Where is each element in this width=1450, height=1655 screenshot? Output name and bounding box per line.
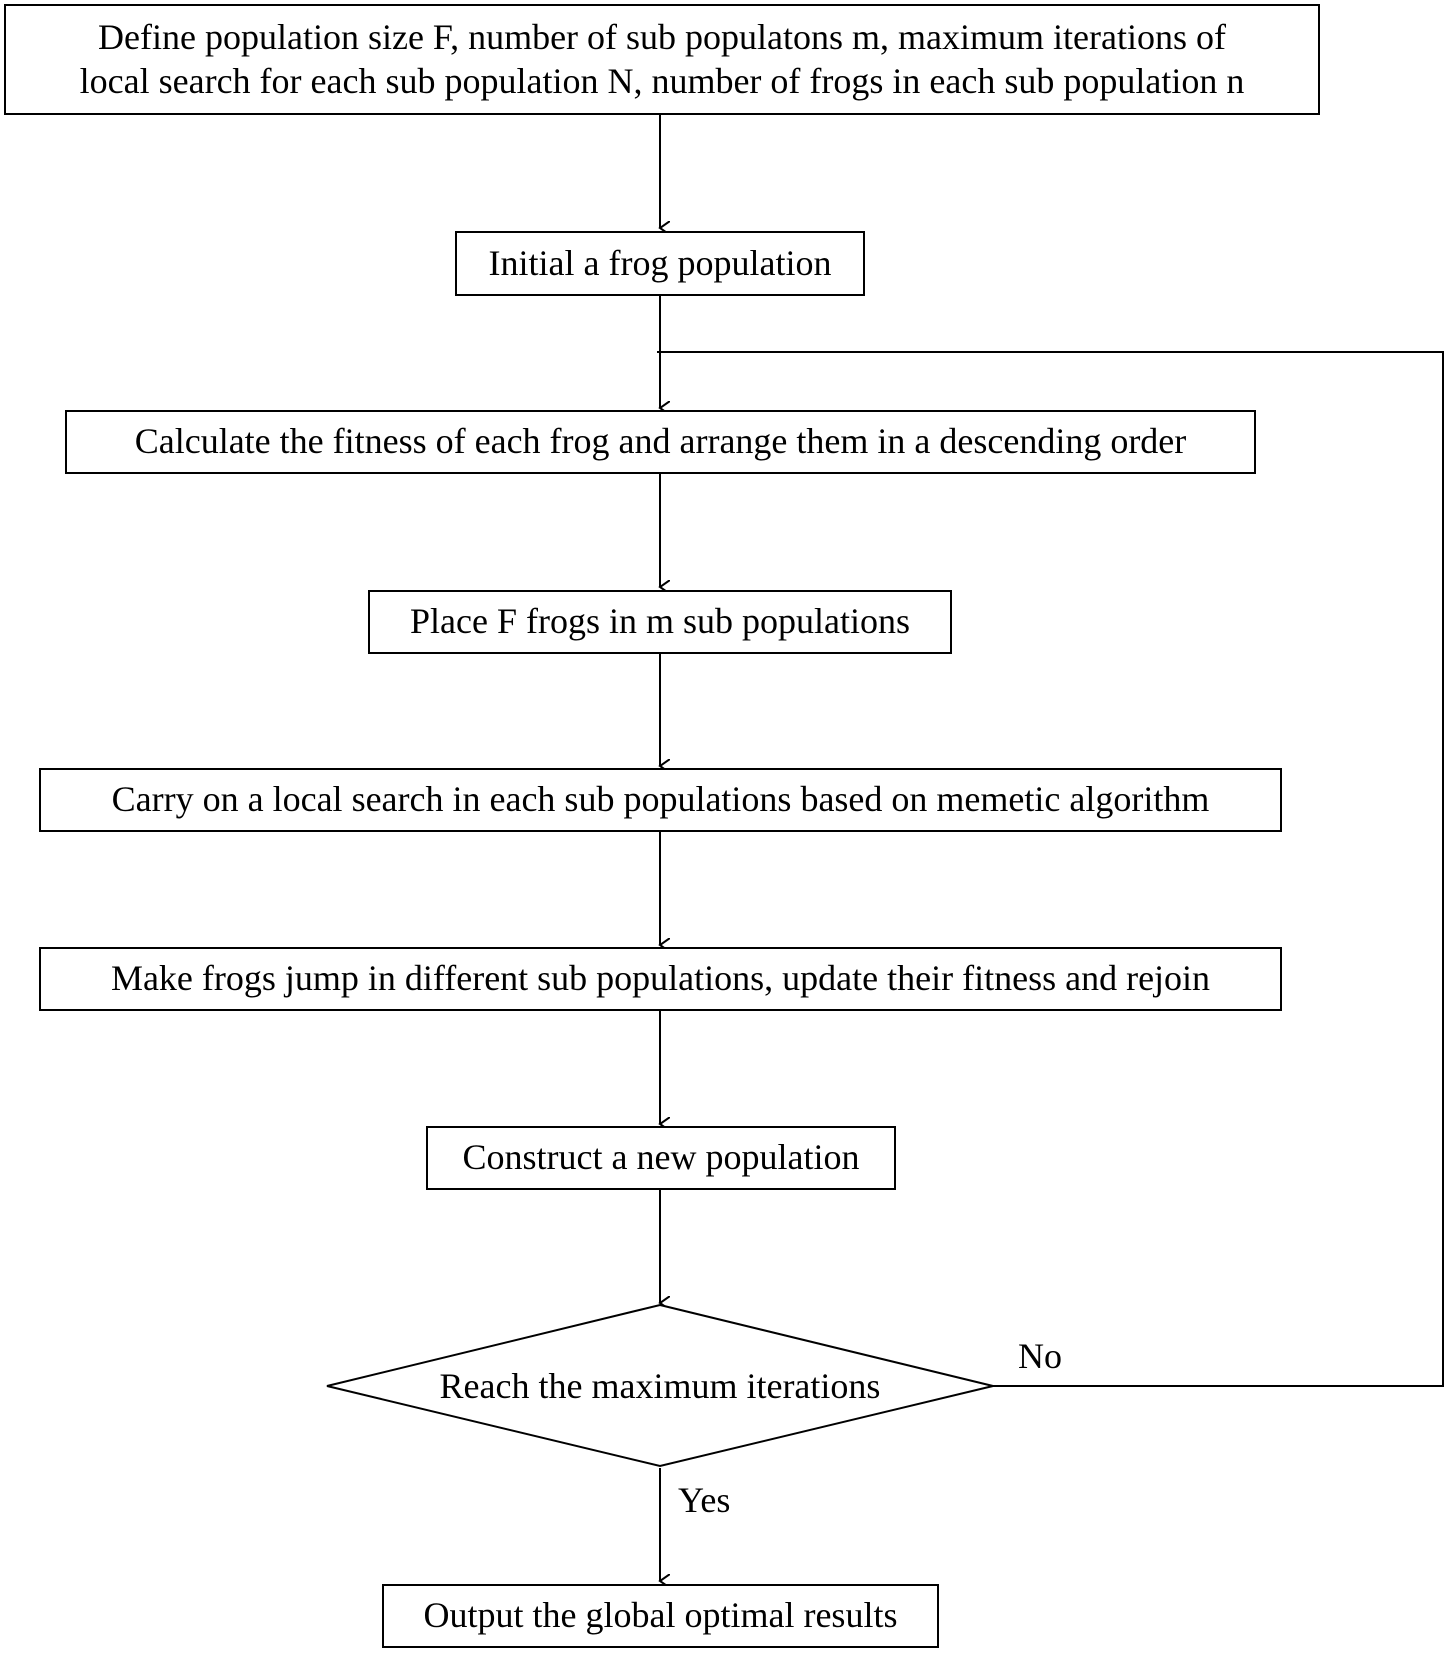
place-frogs-label: Place F frogs in m sub populations: [410, 601, 910, 642]
output-results-label: Output the global optimal results: [423, 1595, 898, 1636]
define-parameters-line-2: local search for each sub population N, …: [79, 60, 1245, 101]
calculate-fitness-box: Calculate the fitness of each frog and a…: [65, 410, 1256, 474]
local-search-box: Carry on a local search in each sub popu…: [39, 768, 1282, 832]
construct-population-box: Construct a new population: [426, 1126, 896, 1190]
calculate-fitness-label: Calculate the fitness of each frog and a…: [134, 421, 1187, 462]
decision-label: Reach the maximum iterations: [439, 1366, 881, 1406]
frogs-jump-label: Make frogs jump in different sub populat…: [110, 958, 1211, 999]
initial-population-box: Initial a frog population: [455, 231, 865, 296]
initial-population-label: Initial a frog population: [488, 242, 832, 283]
local-search-label: Carry on a local search in each sub popu…: [111, 779, 1210, 820]
yes-label: Yes: [678, 1480, 731, 1520]
place-frogs-box: Place F frogs in m sub populations: [368, 590, 952, 654]
output-results-box: Output the global optimal results: [382, 1584, 939, 1648]
define-parameters-line-1: Define population size F, number of sub …: [98, 16, 1226, 57]
construct-population-label: Construct a new population: [462, 1137, 860, 1178]
frogs-jump-box: Make frogs jump in different sub populat…: [39, 947, 1282, 1011]
decision-diamond: [326, 1303, 994, 1468]
loop-back-no-path: [657, 351, 1444, 1387]
define-parameters-box: Define population size F, number of sub …: [4, 4, 1320, 115]
no-label: No: [1018, 1336, 1062, 1376]
